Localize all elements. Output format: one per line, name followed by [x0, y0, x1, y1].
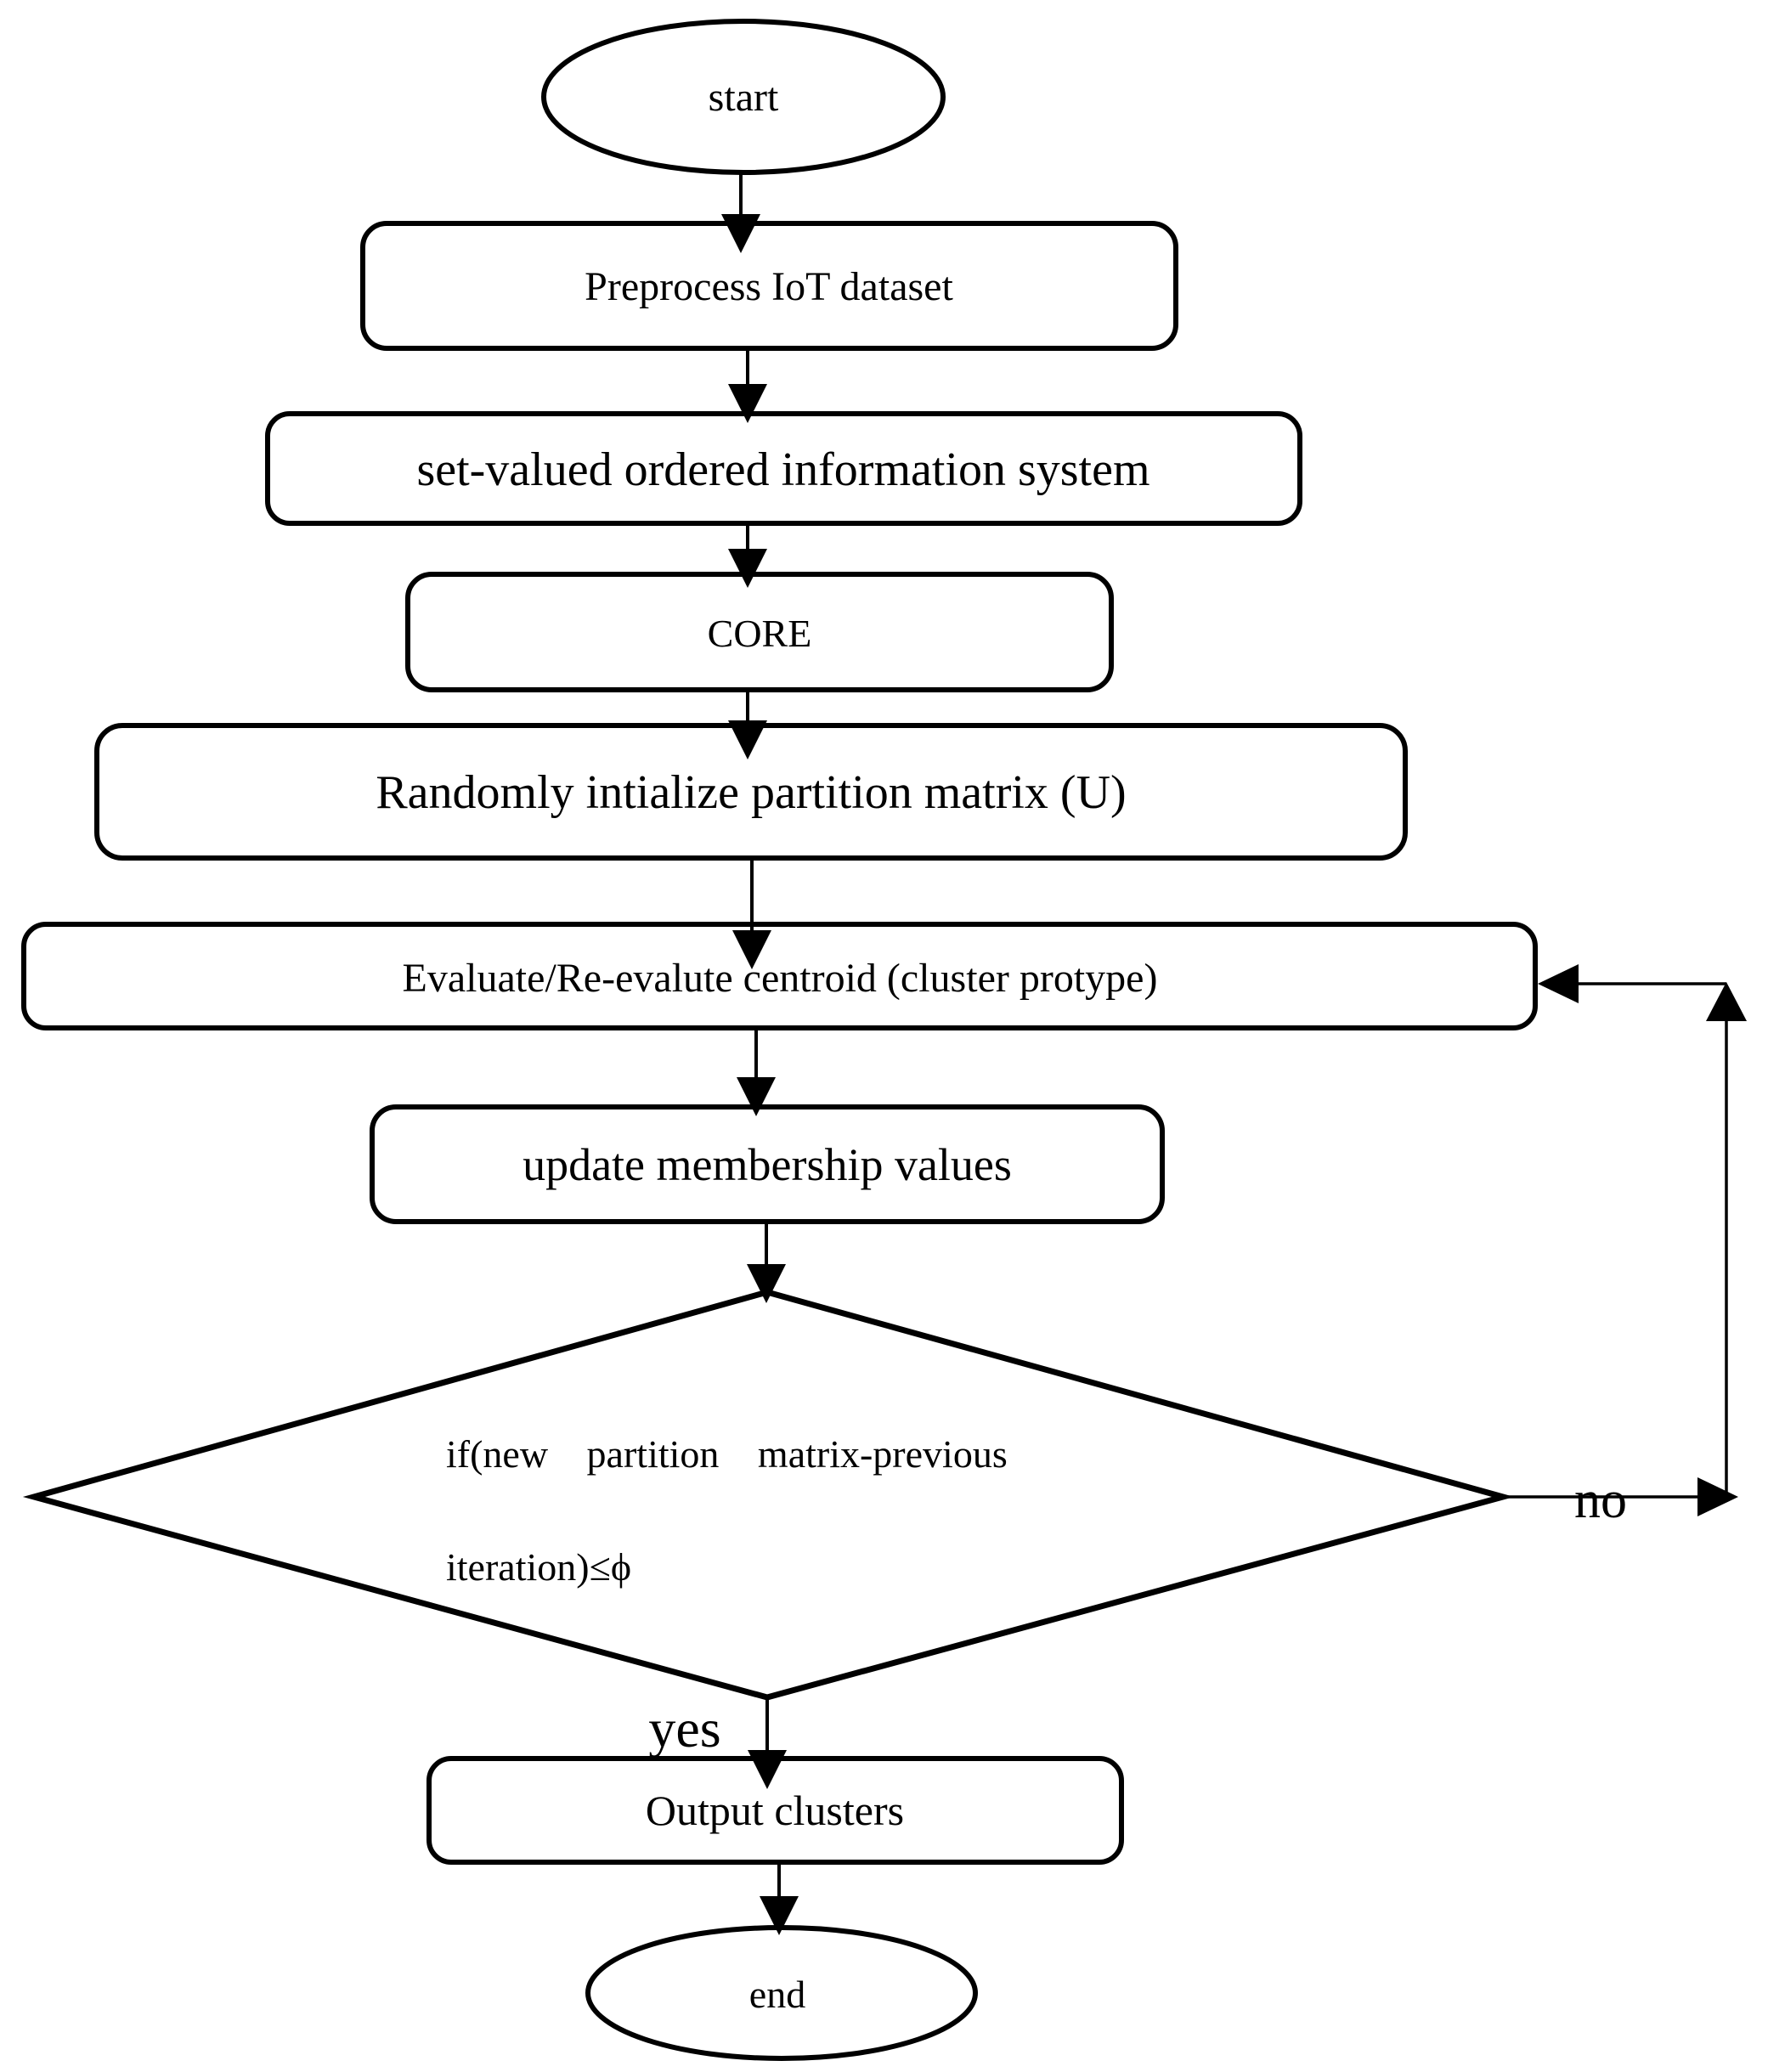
- node-randomly-initialize-partition-matrix: Randomly intialize partition matrix (U): [94, 723, 1408, 861]
- arrowhead-down-icon: [728, 384, 767, 423]
- set-valued-label: set-valued ordered information system: [416, 443, 1149, 496]
- node-set-valued-ordered-information-system: set-valued ordered information system: [265, 411, 1302, 526]
- arrowhead-down-icon: [728, 549, 767, 588]
- edge-start-to-preprocess: [721, 174, 760, 253]
- decision-label-line2: iteration)≤ϕ: [446, 1545, 631, 1589]
- node-preprocess: Preprocess IoT dataset: [360, 221, 1178, 351]
- edge-random-init-to-evaluate: [732, 860, 771, 969]
- arrowhead-down-icon: [721, 214, 760, 253]
- set-valued-box: [265, 411, 1302, 526]
- edge-preprocess-to-set-valued: [728, 350, 767, 423]
- preprocess-label: Preprocess IoT dataset: [585, 264, 953, 309]
- edge-decision-no-loop: no: [1505, 964, 1747, 1529]
- update-box: [370, 1104, 1165, 1224]
- evaluate-label: Evaluate/Re-evalute centroid (cluster pr…: [403, 956, 1158, 1001]
- yes-branch-label: yes: [648, 1698, 720, 1759]
- arrowhead-down-icon: [732, 930, 771, 969]
- node-output-clusters: Output clusters: [426, 1756, 1124, 1865]
- edge-evaluate-to-update: [737, 1030, 776, 1116]
- no-branch-label: no: [1574, 1471, 1627, 1529]
- end-label: end: [749, 1973, 805, 2016]
- node-decision-diamond: if(new partition matrix-previous iterati…: [22, 1289, 1515, 1701]
- decision-label-line1: if(new partition matrix-previous: [446, 1432, 1008, 1476]
- preprocess-box: [360, 221, 1178, 351]
- output-label: Output clusters: [646, 1787, 904, 1834]
- arrowhead-down-icon: [728, 720, 767, 759]
- evaluate-box: [21, 922, 1538, 1030]
- arrowhead-down-icon: [748, 1750, 787, 1789]
- arrowhead-left-icon: [1538, 964, 1579, 1003]
- node-end: end: [585, 1925, 978, 2061]
- arrowhead-up-icon: [1706, 982, 1747, 1021]
- edge-decision-yes-to-output: yes: [648, 1698, 787, 1789]
- arrowhead-right-icon: [1697, 1477, 1738, 1516]
- edge-core-to-random-init: [728, 692, 767, 759]
- edge-set-valued-to-core: [728, 525, 767, 588]
- edge-output-to-end: [760, 1864, 799, 1935]
- edge-update-to-decision: [747, 1223, 786, 1303]
- start-label: start: [709, 75, 779, 120]
- node-core: CORE: [405, 572, 1114, 692]
- core-box: [405, 572, 1114, 692]
- arrowhead-down-icon: [737, 1077, 776, 1116]
- arrowhead-down-icon: [760, 1896, 799, 1935]
- random-init-label: Randomly intialize partition matrix (U): [376, 766, 1126, 819]
- update-label: update membership values: [522, 1139, 1012, 1190]
- core-label: CORE: [708, 612, 812, 655]
- arrowhead-down-icon: [747, 1264, 786, 1303]
- decision-diamond: [22, 1289, 1515, 1701]
- node-update-membership-values: update membership values: [370, 1104, 1165, 1224]
- node-evaluate-centroid: Evaluate/Re-evalute centroid (cluster pr…: [21, 922, 1538, 1030]
- node-start: start: [541, 19, 946, 175]
- start-ellipse: [541, 19, 946, 175]
